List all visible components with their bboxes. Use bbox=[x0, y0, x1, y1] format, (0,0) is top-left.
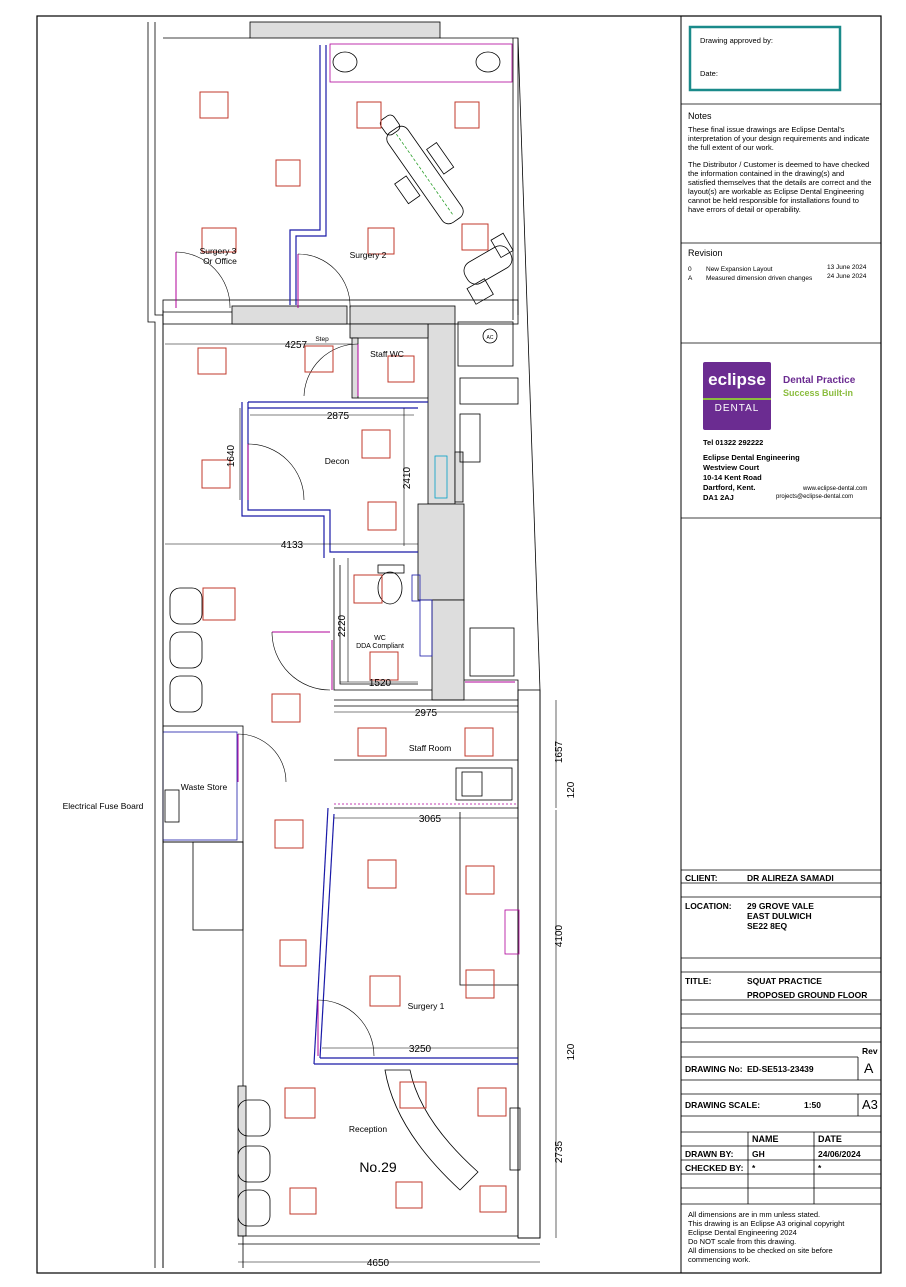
label-surgery1: Surgery 1 bbox=[408, 1001, 445, 1011]
drawing-no-value: ED-SE513-23439 bbox=[747, 1064, 814, 1074]
address-line-1: Westview Court bbox=[703, 463, 760, 472]
sheet-border bbox=[36, 15, 882, 1274]
dim-4650: 4650 bbox=[367, 1258, 390, 1269]
label-staff-room: Staff Room bbox=[409, 743, 451, 753]
footer-line-2: Eclipse Dental Engineering 2024 bbox=[688, 1228, 797, 1237]
label-fuse-board: Electrical Fuse Board bbox=[63, 801, 144, 811]
scale-label: DRAWING SCALE: bbox=[685, 1100, 761, 1110]
red-markers bbox=[197, 91, 507, 1215]
approval-label: Drawing approved by: bbox=[700, 36, 773, 45]
approval-date-label: Date: bbox=[700, 69, 718, 78]
revision-row-0-desc: New Expansion Layout bbox=[706, 266, 773, 273]
title-line-0: SQUAT PRACTICE bbox=[747, 976, 822, 986]
address-line-4: DA1 2AJ bbox=[703, 493, 734, 502]
client-value: DR ALIREZA SAMADI bbox=[747, 873, 834, 883]
rev-label: Rev bbox=[862, 1046, 878, 1056]
dim-120b: 120 bbox=[566, 1043, 577, 1060]
label-wc: WC bbox=[374, 635, 386, 642]
dim-2875: 2875 bbox=[327, 411, 350, 422]
drawn-by-label: DRAWN BY: bbox=[685, 1149, 734, 1159]
revision-heading: Revision bbox=[688, 248, 723, 258]
floor-plan bbox=[147, 21, 541, 1268]
footer-line-4: All dimensions to be checked on site bef… bbox=[688, 1246, 833, 1255]
dim-1520: 1520 bbox=[369, 678, 392, 689]
footer-line-0: All dimensions are in mm unless stated. bbox=[688, 1210, 821, 1219]
location-line-1: EAST DULWICH bbox=[747, 911, 812, 921]
footer-line-3: Do NOT scale from this drawing. bbox=[688, 1237, 797, 1246]
location-line-0: 29 GROVE VALE bbox=[747, 901, 814, 911]
dim-2410: 2410 bbox=[402, 466, 413, 489]
logo-top-text: eclipse bbox=[708, 370, 766, 389]
rev-value: A bbox=[864, 1060, 874, 1076]
label-waste-store: Waste Store bbox=[181, 782, 228, 792]
address-line-2: 10-14 Kent Road bbox=[703, 473, 762, 482]
client-label: CLIENT: bbox=[685, 873, 718, 883]
location-line-2: SE22 8EQ bbox=[747, 921, 788, 931]
dim-3250: 3250 bbox=[409, 1044, 432, 1055]
date-header: DATE bbox=[818, 1134, 842, 1144]
name-header: NAME bbox=[752, 1134, 779, 1144]
company-email: projects@eclipse-dental.com bbox=[776, 494, 854, 500]
dim-1657: 1657 bbox=[554, 740, 565, 763]
checked-by-name: * bbox=[752, 1163, 756, 1173]
footer-line-1: This drawing is an Eclipse A3 original c… bbox=[688, 1219, 845, 1228]
dim-3065: 3065 bbox=[419, 814, 442, 825]
dim-2735: 2735 bbox=[554, 1140, 565, 1163]
drawing-no-label: DRAWING No: bbox=[685, 1064, 743, 1074]
scale-value: 1:50 bbox=[804, 1100, 822, 1110]
revision-row-1-rev: A bbox=[688, 275, 693, 282]
revision-row-0-date: 13 June 2024 bbox=[827, 264, 867, 271]
titleblock-lines bbox=[681, 25, 881, 1205]
room-labels: Surgery 3 Or Office Surgery 2 Step Staff… bbox=[63, 246, 494, 1175]
label-surgery2: Surgery 2 bbox=[350, 250, 387, 260]
dim-4257: 4257 bbox=[285, 340, 308, 351]
label-number: No.29 bbox=[359, 1159, 397, 1175]
label-surgery3-1: Surgery 3 bbox=[200, 246, 237, 256]
title-label: TITLE: bbox=[685, 976, 712, 986]
checked-by-date: * bbox=[818, 1163, 822, 1173]
dim-120a: 120 bbox=[566, 781, 577, 798]
revision-row-0-rev: 0 bbox=[688, 266, 692, 273]
address-line-0: Eclipse Dental Engineering bbox=[703, 453, 800, 462]
company-tel: Tel 01322 292222 bbox=[703, 438, 764, 447]
location-label: LOCATION: bbox=[685, 901, 732, 911]
eclipse-logo: eclipse DENTAL bbox=[703, 362, 771, 430]
dim-4133: 4133 bbox=[281, 540, 304, 551]
dim-1640: 1640 bbox=[226, 444, 237, 467]
label-step: Step bbox=[315, 336, 329, 343]
label-reception: Reception bbox=[349, 1124, 388, 1134]
company-web: www.eclipse-dental.com bbox=[803, 486, 868, 492]
label-staff-wc: Staff WC bbox=[370, 349, 404, 359]
revision-row-1-desc: Measured dimension driven changes bbox=[706, 275, 813, 282]
title-line-1: PROPOSED GROUND FLOOR bbox=[747, 990, 868, 1000]
dimension-values: 4257 2875 1640 2410 4133 2220 1520 2975 … bbox=[226, 340, 577, 1269]
notes-para2: The Distributor / Customer is deemed to … bbox=[688, 160, 872, 214]
revision-row-1-date: 24 June 2024 bbox=[827, 273, 867, 280]
dim-2220: 2220 bbox=[337, 614, 348, 637]
label-wc-dda: DDA Compliant bbox=[356, 643, 404, 650]
dimension-lines bbox=[165, 343, 557, 1263]
dim-2975: 2975 bbox=[415, 708, 438, 719]
label-surgery3-2: Or Office bbox=[203, 256, 237, 266]
drawn-by-date: 24/06/2024 bbox=[818, 1149, 861, 1159]
footer-line-5: commencing work. bbox=[688, 1255, 751, 1264]
logo-stripe bbox=[703, 398, 771, 400]
checked-by-label: CHECKED BY: bbox=[685, 1163, 744, 1173]
label-decon: Decon bbox=[325, 456, 350, 466]
logo-bottom-text: DENTAL bbox=[714, 403, 760, 414]
tagline-2: Success Built-in bbox=[783, 388, 854, 398]
notes-para1: These final issue drawings are Eclipse D… bbox=[688, 125, 870, 152]
label-ac: AC bbox=[487, 335, 494, 341]
sheet-size: A3 bbox=[862, 1097, 878, 1112]
drawn-by-name: GH bbox=[752, 1149, 765, 1159]
tagline-1: Dental Practice bbox=[783, 375, 856, 386]
dim-4100: 4100 bbox=[554, 924, 565, 947]
notes-heading: Notes bbox=[688, 111, 712, 121]
address-line-3: Dartford, Kent. bbox=[703, 483, 756, 492]
